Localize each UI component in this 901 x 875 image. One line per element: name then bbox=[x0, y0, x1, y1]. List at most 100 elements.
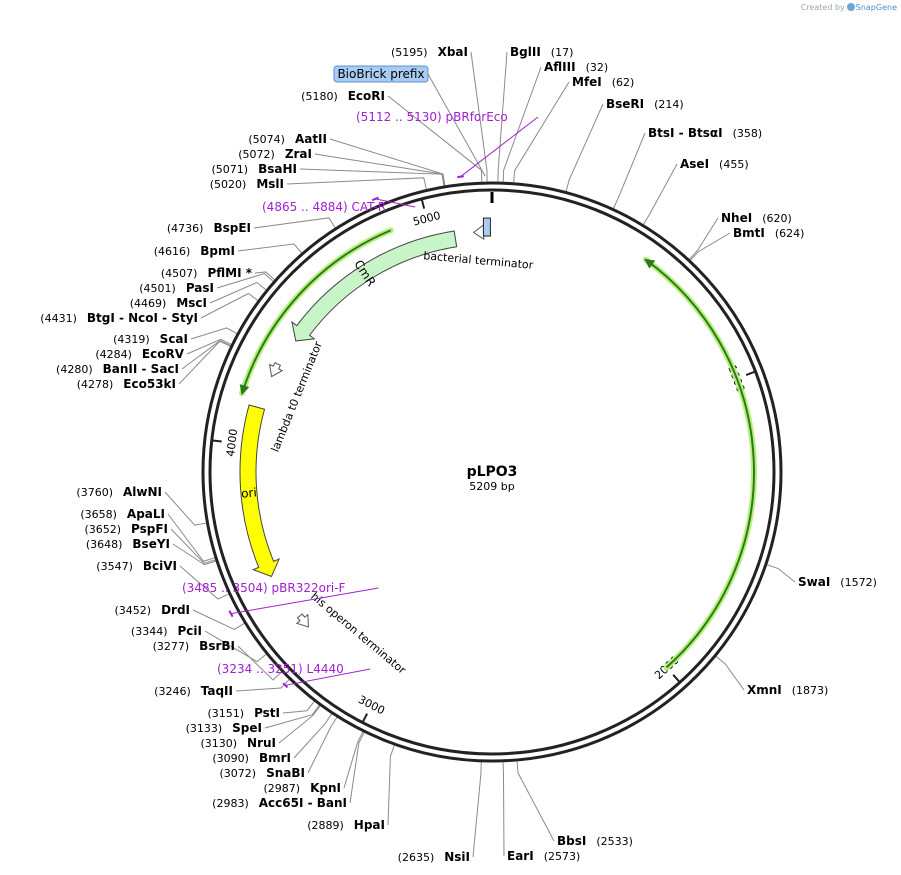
site-label[interactable]: (3072) SnaBI bbox=[220, 766, 305, 780]
site-label[interactable]: (3760)AlwNI bbox=[76, 485, 162, 499]
site-label[interactable]: (5074)AatII bbox=[248, 132, 327, 146]
site-leader bbox=[192, 609, 245, 631]
site-position: (5071) bbox=[212, 163, 249, 176]
site-label[interactable]: (3452)DrdI bbox=[114, 603, 190, 617]
site-label[interactable]: (4319)ScaI bbox=[113, 332, 188, 346]
site-label[interactable]: (3130) NruI bbox=[200, 736, 276, 750]
site-position: (358) bbox=[733, 127, 763, 140]
plasmid-backbone bbox=[201, 181, 783, 763]
site-label[interactable]: (5195)XbaI bbox=[391, 45, 468, 59]
site-position: (3072) bbox=[220, 767, 257, 780]
site-leader bbox=[235, 679, 290, 692]
primer-leader bbox=[285, 668, 371, 686]
site-label[interactable]: (3658)ApaLI bbox=[80, 507, 165, 521]
site-label[interactable]: (2987)KpnI bbox=[264, 781, 341, 795]
site-leader bbox=[170, 528, 216, 564]
site-label[interactable]: BtsI - BtsαI(358) bbox=[648, 126, 762, 140]
site-position: (3658) bbox=[80, 508, 117, 521]
site-name: NsiI bbox=[444, 850, 470, 864]
site-label[interactable]: (3151)PstI bbox=[207, 706, 280, 720]
ori-feature-arrow-label: ori bbox=[241, 485, 258, 500]
site-label[interactable]: (2983)Acc65I - BanI bbox=[212, 796, 347, 810]
site-label[interactable]: (4616)BpmI bbox=[154, 244, 235, 258]
site-leader bbox=[179, 565, 230, 600]
site-label[interactable]: (4284)EcoRV bbox=[95, 347, 184, 361]
site-leader bbox=[164, 491, 207, 526]
site-name: NruI bbox=[247, 736, 276, 750]
site-label[interactable]: BseRI(214) bbox=[606, 97, 684, 111]
primer-mark bbox=[457, 175, 464, 179]
site-name: HpaI bbox=[354, 818, 385, 832]
ori-feature-arrow[interactable] bbox=[239, 404, 281, 578]
site-label[interactable]: (3133)SpeI bbox=[186, 721, 262, 735]
site-label[interactable]: BmtI(624) bbox=[733, 226, 804, 240]
site-label[interactable]: (4507)PflMI * bbox=[161, 266, 253, 280]
site-leader bbox=[172, 543, 217, 566]
terminator-arrow[interactable] bbox=[268, 361, 284, 378]
site-label[interactable]: (3652)PspFI bbox=[84, 522, 168, 536]
site-label[interactable]: BglII(17) bbox=[510, 45, 573, 59]
site-label[interactable]: XmnI(1873) bbox=[747, 683, 828, 697]
site-label[interactable]: (5020)MslI bbox=[210, 177, 284, 191]
primer-label[interactable]: (3485 .. 3504) pBR322ori-F bbox=[182, 581, 346, 595]
site-label[interactable]: (5071)BsaHI bbox=[212, 162, 297, 176]
site-label[interactable]: (3277)BsrBI bbox=[153, 639, 235, 653]
site-label[interactable]: (5180)EcoRI bbox=[301, 89, 385, 103]
site-label[interactable]: MfeI(62) bbox=[572, 75, 634, 89]
site-label[interactable]: (2635)NsiI bbox=[398, 850, 470, 864]
site-position: (3760) bbox=[76, 486, 113, 499]
primer-label[interactable]: (4865 .. 4884) CAT-R bbox=[262, 200, 386, 214]
site-label[interactable]: AseI(455) bbox=[680, 157, 749, 171]
terminator-arrow[interactable] bbox=[295, 613, 309, 628]
site-leader bbox=[264, 704, 320, 729]
site-position: (3130) bbox=[200, 737, 237, 750]
site-label[interactable]: (3547)BciVI bbox=[96, 559, 177, 573]
site-label[interactable]: (3648)BseYI bbox=[86, 537, 170, 551]
site-position: (2533) bbox=[596, 835, 633, 848]
feature-tag-leader bbox=[427, 73, 486, 177]
site-position: (4280) bbox=[56, 363, 93, 376]
primer-marks: (5112 .. 5130) pBRforEco (4865 .. 4884) C… bbox=[182, 110, 539, 689]
site-name: PasI bbox=[186, 281, 214, 295]
primer-label[interactable]: (5112 .. 5130) pBRforEco bbox=[356, 110, 508, 124]
orf-arcs bbox=[239, 227, 757, 671]
primer-leader bbox=[460, 116, 539, 178]
site-leader bbox=[329, 138, 446, 186]
site-position: (3277) bbox=[153, 640, 190, 653]
site-label[interactable]: (3344)PciI bbox=[131, 624, 202, 638]
site-label[interactable]: AflIII(32) bbox=[544, 60, 608, 74]
site-position: (620) bbox=[762, 212, 792, 225]
cmr-feature-arrow[interactable] bbox=[291, 230, 458, 342]
site-leader bbox=[565, 103, 604, 192]
site-name: PstI bbox=[254, 706, 280, 720]
site-name: AflIII bbox=[544, 60, 576, 74]
site-position: (624) bbox=[775, 227, 805, 240]
site-label[interactable]: (5072)ZraI bbox=[238, 147, 312, 161]
site-label[interactable]: (4736)BspEI bbox=[167, 221, 251, 235]
primer-label[interactable]: (3234 .. 3251) L4440 bbox=[217, 662, 344, 676]
tick-mark bbox=[420, 198, 426, 209]
site-label[interactable]: NheI (620) bbox=[721, 211, 792, 225]
site-leader bbox=[766, 564, 796, 583]
site-leader bbox=[343, 731, 364, 789]
site-leader bbox=[472, 761, 482, 858]
primer-name: L4440 bbox=[307, 662, 344, 676]
site-label[interactable]: EarI(2573) bbox=[507, 849, 580, 863]
site-label[interactable]: (2889) HpaI bbox=[307, 818, 385, 832]
site-label[interactable]: (4280)BanII - SacI bbox=[56, 362, 179, 376]
orf-arrowhead bbox=[644, 258, 656, 269]
site-position: (2889) bbox=[307, 819, 344, 832]
site-label[interactable]: (4431)BtgI - NcoI - StyI bbox=[40, 311, 198, 325]
site-label[interactable]: (3090)BmrI bbox=[212, 751, 291, 765]
site-label[interactable]: BbsI(2533) bbox=[557, 834, 633, 848]
site-name: NheI bbox=[721, 211, 752, 225]
site-label[interactable]: (4469)MscI bbox=[130, 296, 207, 310]
site-name: SnaBI bbox=[266, 766, 305, 780]
biobrick-prefix-feature[interactable] bbox=[482, 217, 491, 237]
site-label[interactable]: (4501)PasI bbox=[139, 281, 214, 295]
site-label[interactable]: (3246)TaqII bbox=[154, 684, 233, 698]
site-label[interactable]: SwaI(1572) bbox=[798, 575, 877, 589]
site-label[interactable]: (4278)Eco53kI bbox=[77, 377, 176, 391]
feature-tag[interactable]: BioBrick prefix bbox=[333, 65, 429, 83]
